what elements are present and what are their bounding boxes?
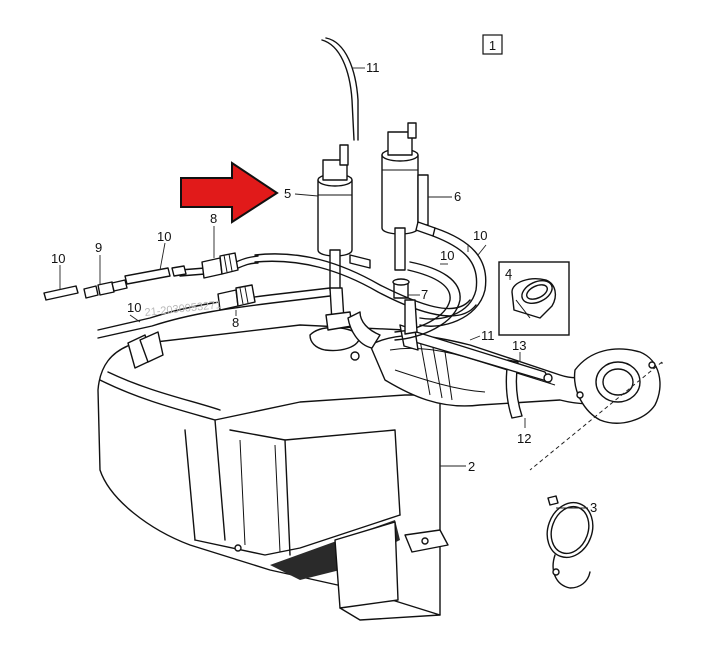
label-12: 12 — [517, 431, 531, 446]
label-10-d: 10 — [440, 248, 454, 263]
label-10-e: 10 — [473, 228, 487, 243]
label-8-top: 8 — [210, 211, 217, 226]
detail-box-4 — [498, 261, 570, 336]
leader-lines — [59, 67, 588, 509]
label-11-top: 11 — [366, 60, 380, 75]
label-10-b: 10 — [157, 229, 171, 244]
figure-number-box: 1 — [482, 34, 503, 55]
label-13: 13 — [512, 338, 526, 353]
label-5: 5 — [284, 186, 291, 201]
figure-number: 1 — [489, 38, 496, 53]
label-7: 7 — [421, 287, 428, 302]
label-2: 2 — [468, 459, 475, 474]
filter-8-top — [201, 252, 239, 279]
label-9: 9 — [95, 240, 102, 255]
part-labels: 11 5 6 8 8 7 9 10 10 10 10 10 4 11 13 12… — [51, 60, 597, 515]
cable-11 — [321, 37, 359, 141]
pump-connectors — [325, 287, 418, 361]
label-6: 6 — [454, 189, 461, 204]
watermark: 21-2030053271 — [144, 299, 222, 319]
washer-reservoir — [97, 324, 449, 621]
label-10-c: 10 — [127, 300, 141, 315]
label-3: 3 — [590, 500, 597, 515]
washer-pump-5 — [317, 144, 371, 291]
hose-pieces — [43, 265, 187, 301]
filler-cap-3 — [529, 361, 663, 589]
label-11-mid: 11 — [481, 328, 495, 343]
label-8-bottom: 8 — [232, 315, 239, 330]
label-10-a: 10 — [51, 251, 65, 266]
washer-hoses — [97, 227, 487, 341]
red-arrow-indicator — [180, 161, 279, 224]
filter-8-bottom — [217, 284, 256, 311]
label-4: 4 — [505, 266, 512, 281]
washer-pump-6 — [381, 122, 436, 271]
